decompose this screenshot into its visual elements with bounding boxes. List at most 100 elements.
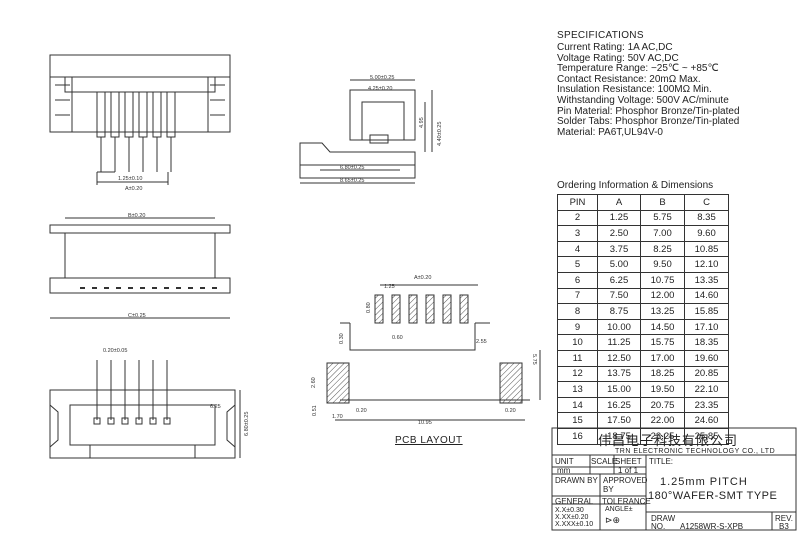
scale-label: SCALE [591,457,618,466]
table-cell: 11.25 [597,334,641,351]
table-cell: 23.25 [640,427,685,445]
spec-line: Solder Tabs: Phosphor Bronze/Tin-plated [557,116,740,128]
table-cell: 14.50 [640,318,685,336]
table-cell: 7 [557,287,598,305]
dim-side-h1: 4.95 [419,117,425,128]
spec-line: Temperature Range: −25℃ ~ +85℃ [557,63,719,75]
bottom-pin-pad [107,417,115,425]
table-cell: 7.50 [597,287,641,305]
tolerance-2: X.XX±0.20 [555,514,589,521]
dim-pcb-255: 2.55 [476,339,487,345]
ordering-header-a: A [597,194,641,211]
dim-pcb-1095: 10.95 [418,420,432,426]
drawing-title-line1: 1.25mm PITCH [660,476,748,488]
dim-pcb-051: 0.51 [312,405,318,416]
front-pin [138,91,148,138]
dim-c: C±0.25 [128,313,146,319]
spec-line: Voltage Rating: 50V AC,DC [557,52,679,64]
pcb-layout-label: PCB LAYOUT [395,435,463,446]
dim-pcb-020a: 0.20 [356,408,367,414]
table-cell: 10.75 [640,271,685,289]
front-pin [166,91,176,138]
table-cell: 5.00 [597,256,641,273]
table-cell: 5 [557,256,598,273]
table-cell: 9 [557,318,598,336]
unit-label: UNIT [555,457,574,466]
dim-pcb-060: 0.60 [392,335,403,341]
top-view [49,217,231,319]
ordering-header-b: B [640,194,685,211]
dim-pitch: 1.25±0.10 [118,176,142,182]
table-cell: 14 [557,396,598,414]
company-name-cn: 伟昌电子科技有限公司 [598,434,739,449]
table-cell: 8.25 [640,240,685,258]
unit-value: mm [557,466,571,475]
table-cell: 14.60 [684,287,729,305]
table-cell: 12.00 [640,287,685,305]
dim-pcb-125: 1.25 [384,284,395,290]
table-cell: 20.85 [684,365,729,383]
pcb-pad [374,294,384,324]
table-cell: 17.50 [597,412,641,429]
drawn-by-label: DRAWN BY [555,476,598,485]
ordering-header-c: C [684,194,729,211]
table-cell: 8.75 [597,303,641,320]
bottom-view [49,360,241,459]
ordering-title: Ordering Information & Dimensions [557,180,714,191]
dim-a: A±0.20 [125,186,142,192]
rev-value: B3 [779,522,789,531]
projection-icon: ⊳⊕ [605,515,621,525]
bottom-pin-pad [149,417,157,425]
table-cell: 10.00 [597,318,641,336]
table-cell: 2 [557,209,598,227]
table-cell: 22.00 [640,412,685,429]
title-label: TITLE: [649,457,674,466]
table-cell: 19.50 [640,381,685,398]
table-cell: 12.50 [597,349,641,367]
pcb-pad [408,294,418,324]
table-cell: 8 [557,303,598,320]
bottom-pin-pad [163,417,171,425]
sheet-label: SHEET [615,457,642,466]
pcb-pad [442,294,452,324]
pcb-pad [425,294,435,324]
table-cell: 15.00 [597,381,641,398]
part-number: A1258WR-S-XPB [680,522,744,531]
table-cell: 15.85 [684,303,729,320]
table-cell: 3 [557,225,598,242]
table-cell: 13.25 [640,303,685,320]
table-cell: 4 [557,240,598,258]
angle-label: ANGLE± [605,506,633,513]
table-cell: 2.50 [597,225,641,242]
table-cell: 10.85 [684,240,729,258]
dim-b: B±0.20 [128,213,145,219]
table-cell: 15 [557,412,598,429]
pcb-pad [391,294,401,324]
rev-label: REV. [775,514,793,523]
table-cell: 22.10 [684,381,729,398]
dim-pcb-020b: 0.20 [505,408,516,414]
dim-bottom-h: 6.80±0.25 [244,412,250,436]
spec-line: Material: PA6T,UL94V-0 [557,126,663,138]
bottom-pin-pad [93,417,101,425]
side-view [299,79,433,184]
spec-line: Contact Resistance: 20mΩ Max. [557,73,701,85]
company-name-en: TRN ELECTRONIC TECHNOLOGY CO., LTD [615,448,776,455]
dim-pcb-a: A±0.20 [414,275,431,281]
dim-side-w1: 5.00±0.25 [370,75,394,81]
spec-line: Pin Material: Phosphor Bronze/Tin-plated [557,105,740,117]
table-cell: 7.00 [640,225,685,242]
front-pin [110,91,120,138]
front-pin [96,91,106,138]
sheet-value: 1 of 1 [618,466,639,475]
dim-side-base: 6.80±0.25 [340,165,364,171]
